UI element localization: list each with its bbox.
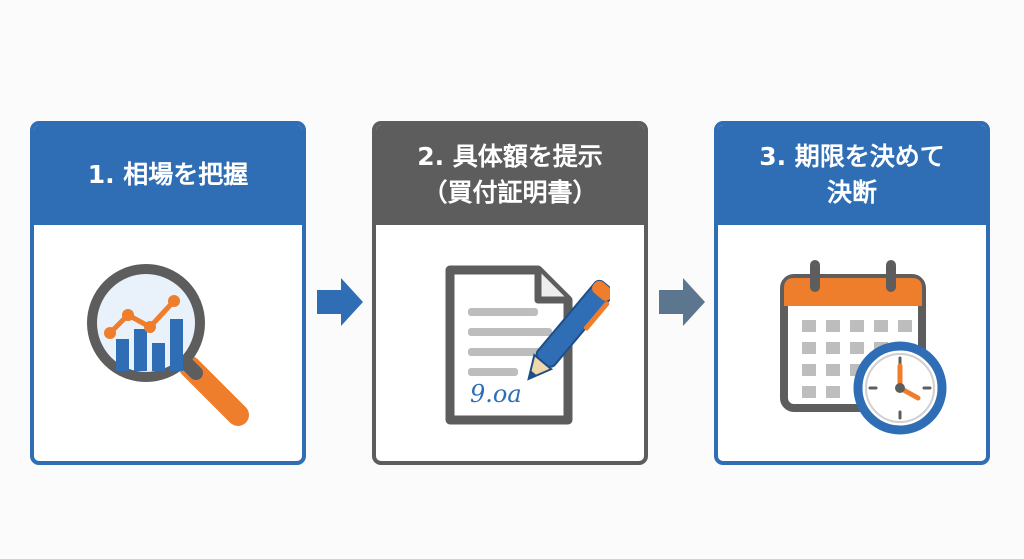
document-signature-icon: 9.oa — [445, 265, 610, 425]
step-card-1: 1. 相場を把握 — [30, 121, 306, 465]
arrow-right-icon-1 — [317, 278, 363, 326]
step-title-3-line-2: 決断 — [826, 178, 877, 207]
step-body-1 — [34, 225, 302, 461]
step-card-2: 2. 具体額を提示 （買付証明書） 9.oa — [372, 121, 648, 465]
step-body-2: 9.oa — [376, 225, 644, 461]
step-title-2-line-1: 2. 具体額を提示 — [417, 142, 603, 171]
step-header-2: 2. 具体額を提示 （買付証明書） — [376, 125, 644, 225]
step-header-1: 1. 相場を把握 — [34, 125, 302, 225]
signature-text: 9.oa — [470, 380, 522, 408]
arrow-right-icon-2 — [659, 278, 705, 326]
step-header-3: 3. 期限を決めて 決断 — [718, 125, 986, 225]
step-title-2-line-2: （買付証明書） — [422, 178, 598, 207]
step-title-1: 1. 相場を把握 — [87, 160, 249, 189]
step-title-3-line-1: 3. 期限を決めて — [759, 142, 945, 171]
calendar-clock-icon — [780, 260, 947, 435]
magnifier-chart-icon — [87, 264, 249, 426]
step-body-3 — [718, 225, 986, 461]
step-card-3: 3. 期限を決めて 決断 — [714, 121, 990, 465]
